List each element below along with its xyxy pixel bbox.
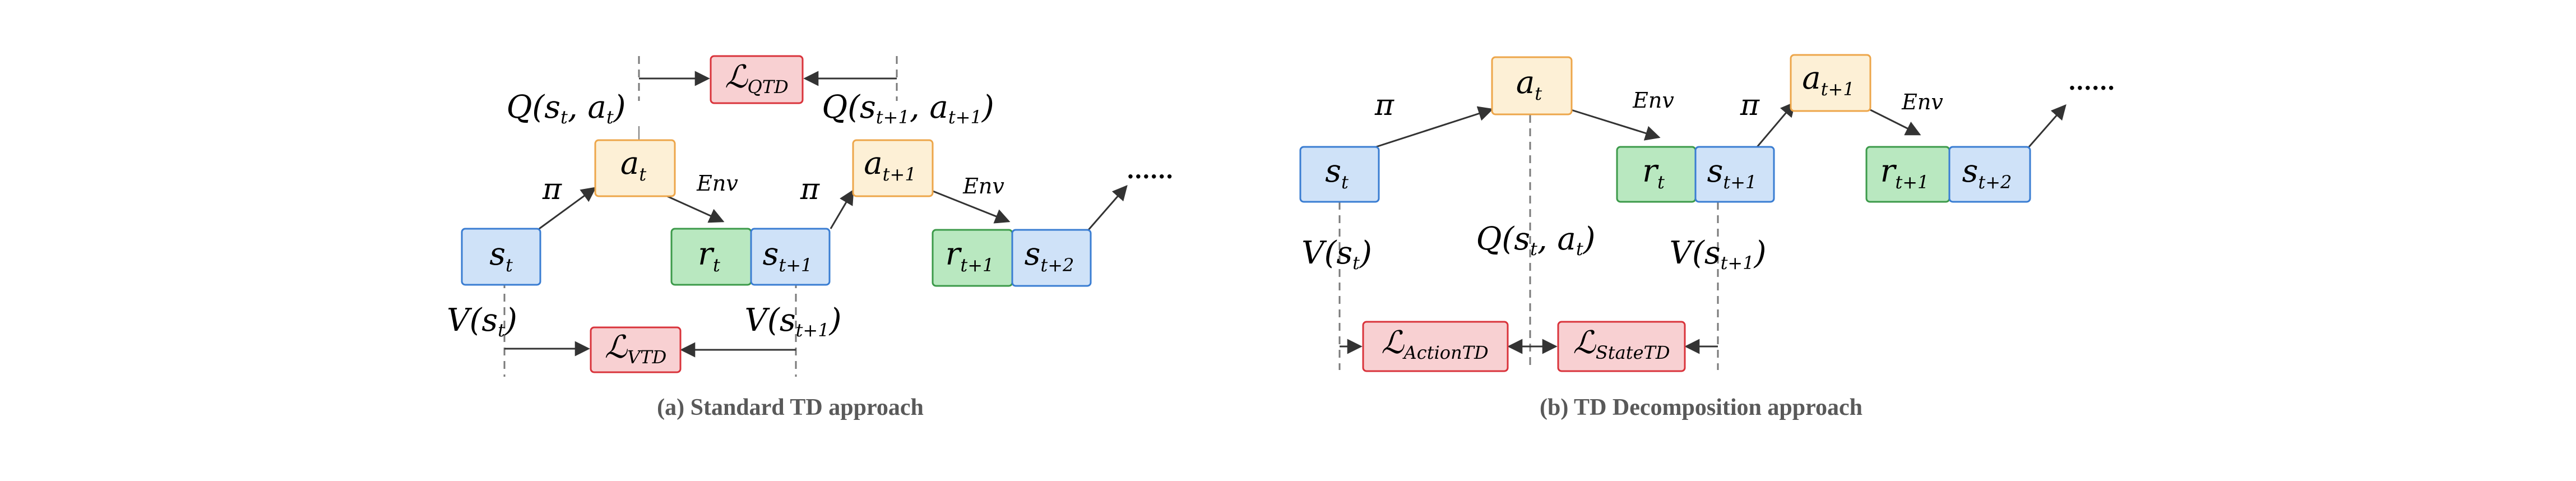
svg-text:at+1: at+1 xyxy=(864,145,916,185)
reward-box-rt: rt xyxy=(670,228,752,286)
caption-a: (a) Standard TD approach xyxy=(657,395,924,420)
arrow-a1-to-r1 xyxy=(931,189,1011,224)
action-box-at: at xyxy=(594,139,676,197)
reward-box-rt1: rt+1 xyxy=(932,229,1013,287)
policy-label-2: π xyxy=(800,173,820,206)
state-box-b-st: st xyxy=(1299,146,1380,203)
b-policy-label-1: π xyxy=(1374,89,1394,122)
panel-a: st at rt st+1 at+1 rt+1 st+2 ℒQTD xyxy=(447,55,1174,420)
svg-text:st: st xyxy=(1325,153,1349,193)
svg-text:at: at xyxy=(1516,64,1542,104)
q-value-label-2: Q(st+1, at+1) xyxy=(822,89,994,128)
svg-text:ℒVTD: ℒVTD xyxy=(605,329,666,368)
arrow-b-a1-to-r1 xyxy=(1869,108,1921,136)
state-box-b-st1: st+1 xyxy=(1694,146,1775,203)
arrow-b-s1-to-a1 xyxy=(1756,101,1796,147)
svg-text:rt: rt xyxy=(698,236,720,276)
env-label-2: Env xyxy=(962,174,1004,198)
arrow-to-next xyxy=(1087,184,1128,230)
b-env-label-1: Env xyxy=(1632,88,1674,113)
env-label-1: Env xyxy=(696,171,738,196)
panel-b: st at rt st+1 at+1 rt+1 st+2 ℒAct xyxy=(1299,54,2115,420)
v-value-label-2: V(st+1) xyxy=(745,302,842,341)
arrow-b-to-next xyxy=(2028,104,2067,147)
arrow-s1-to-a1 xyxy=(830,189,854,229)
loss-box-state-td: ℒStateTD xyxy=(1557,321,1686,372)
svg-text:at+1: at+1 xyxy=(1802,60,1854,100)
svg-text:st+2: st+2 xyxy=(1962,153,2012,193)
svg-text:at: at xyxy=(620,145,646,185)
svg-text:rt+1: rt+1 xyxy=(1880,153,1929,193)
reward-box-b-rt: rt xyxy=(1616,146,1697,203)
svg-text:st: st xyxy=(489,236,513,276)
svg-text:st+2: st+2 xyxy=(1025,236,1074,276)
caption-b: (b) TD Decomposition approach xyxy=(1540,395,1862,420)
loss-box-vtd: ℒVTD xyxy=(590,326,682,373)
reward-box-b-rt1: rt+1 xyxy=(1865,146,1950,203)
svg-text:rt: rt xyxy=(1642,153,1665,193)
state-box-b-st2: st+2 xyxy=(1948,146,2031,203)
svg-text:rt+1: rt+1 xyxy=(946,236,994,276)
action-box-b-at: at xyxy=(1491,56,1573,115)
state-box-st2: st+2 xyxy=(1011,229,1092,287)
ellipsis: ...... xyxy=(1127,158,1174,184)
loss-box-action-td: ℒActionTD xyxy=(1362,321,1509,372)
svg-text:ℒQTD: ℒQTD xyxy=(725,59,789,98)
policy-label-1: π xyxy=(542,173,562,206)
arrow-b-s-to-a xyxy=(1375,106,1494,148)
state-box-st: st xyxy=(461,228,541,286)
action-box-at1: at+1 xyxy=(852,139,934,197)
arrow-s-to-a xyxy=(539,187,597,230)
v-value-label-1: V(st) xyxy=(447,302,517,341)
svg-text:ℒStateTD: ℒStateTD xyxy=(1573,325,1670,363)
loss-box-qtd: ℒQTD xyxy=(710,55,804,104)
b-policy-label-2: π xyxy=(1740,89,1760,122)
svg-text:st+1: st+1 xyxy=(1707,153,1757,193)
b-v-value-label-2: V(st+1) xyxy=(1670,235,1767,274)
state-box-st1: st+1 xyxy=(750,228,831,286)
action-box-b-at1: at+1 xyxy=(1790,54,1871,112)
b-v-value-label-1: V(st) xyxy=(1301,235,1372,274)
b-ellipsis: ...... xyxy=(2068,69,2115,95)
q-value-label-1: Q(st, at) xyxy=(506,89,626,128)
arrow-b-a-to-r xyxy=(1569,108,1661,141)
svg-text:ℒActionTD: ℒActionTD xyxy=(1381,325,1488,363)
b-q-value-label: Q(st, at) xyxy=(1476,221,1595,260)
svg-text:st+1: st+1 xyxy=(763,236,813,276)
b-env-label-2: Env xyxy=(1901,90,1943,114)
